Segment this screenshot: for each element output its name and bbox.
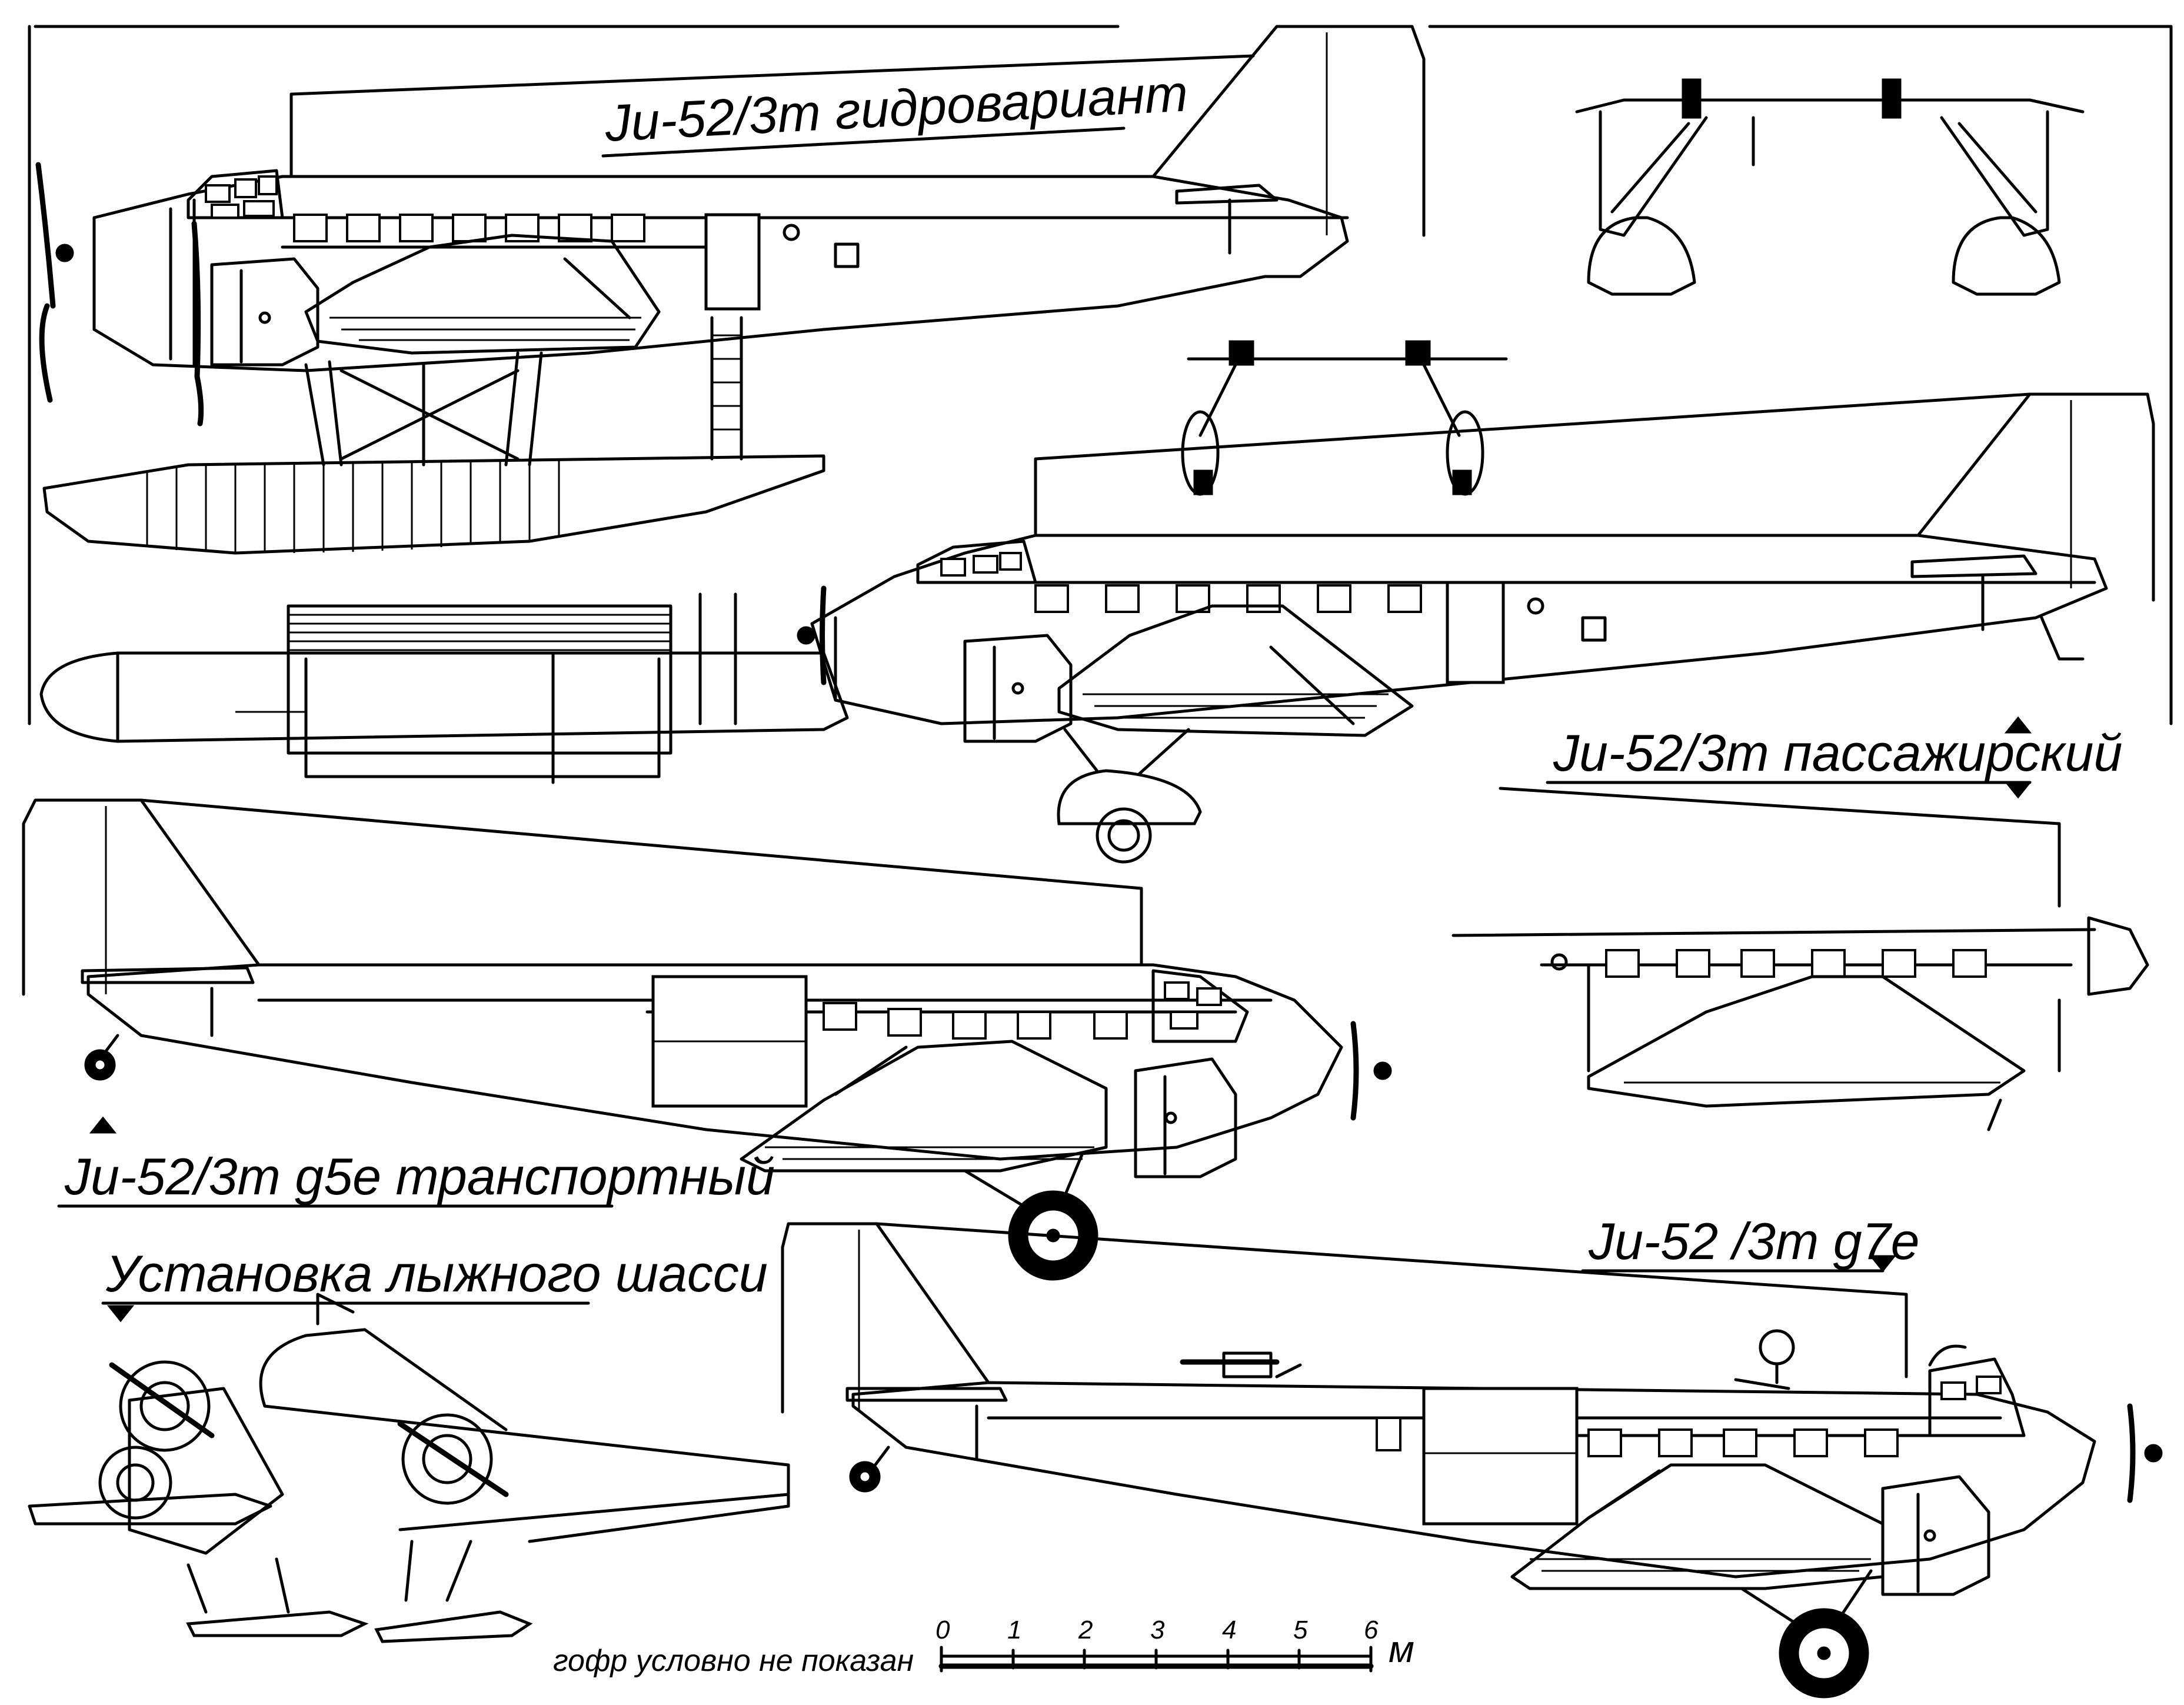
vertical-fin (22, 798, 261, 1037)
scale-tick-2: 2 (1078, 1616, 1093, 1644)
vertical-fin (1151, 25, 1426, 255)
upper-fuselage-line (289, 54, 1255, 178)
float-struts (304, 351, 543, 467)
upper-fuselage-line (1034, 392, 2032, 537)
cabin-door (704, 213, 761, 311)
cargo-door (1422, 1387, 1579, 1526)
cabin-windows (1034, 584, 1493, 613)
scale-bar: 0 1 2 3 4 5 6 м (935, 1616, 1414, 1673)
ski-right (374, 1610, 533, 1643)
front-view-seaplane (1575, 78, 2085, 296)
side-gun-port (1376, 1417, 1401, 1451)
scale-tick-3: 3 (1150, 1616, 1165, 1644)
cabin-windows (823, 1002, 1128, 1040)
cabin-windows (1587, 1428, 1899, 1457)
scale-tick-1: 1 (1007, 1616, 1021, 1644)
transport-g5e-side-view (22, 798, 1392, 1281)
front-view-wheeled (1181, 340, 1508, 496)
wing-planform (304, 234, 661, 355)
cabin-windows (293, 214, 645, 242)
g7e-side-view (781, 1222, 2163, 1699)
cabin-door (1446, 581, 1505, 684)
caption-g7e: Ju-52 /3m g7e (1588, 1212, 1920, 1270)
caption-ski-installation: Установка лыжного шасси (105, 1244, 768, 1303)
access-hatch (834, 242, 860, 268)
wing-planform (740, 1040, 1108, 1173)
nose-propeller (2127, 1403, 2163, 1503)
scale-tick-5: 5 (1293, 1616, 1308, 1644)
radio-loop-antenna (1734, 1329, 1795, 1390)
cockpit-glazing (187, 169, 284, 219)
nose-propeller (797, 585, 827, 685)
main-landing-gear (1057, 728, 1202, 864)
engine-center (98, 1446, 172, 1520)
scale-tick-4: 4 (1222, 1616, 1236, 1644)
main-landing-gear (1740, 1569, 1873, 1699)
cockpit-glazing (1151, 969, 1249, 1043)
ski-left (186, 1610, 369, 1637)
nose-propeller (35, 162, 96, 403)
seaplane-side-view (35, 25, 1426, 555)
access-hatch (1581, 616, 1607, 642)
boarding-ladder (710, 316, 743, 461)
cargo-door (651, 975, 808, 1108)
cockpit-glazing (1928, 1344, 2026, 1437)
porthole (1527, 597, 1544, 615)
engine-nacelle (210, 257, 319, 367)
engine-nacelle (1134, 1057, 1237, 1178)
scale-tick-0: 0 (935, 1616, 950, 1644)
fuselage (810, 534, 2108, 725)
passenger-side-view (797, 392, 2155, 864)
engine-left (119, 1360, 211, 1452)
vertical-fin (1910, 392, 2155, 661)
sheet-border (28, 25, 2173, 725)
wing-propeller (191, 221, 204, 427)
caption-transport: Ju-52/3m g5e транспортный (64, 1147, 775, 1206)
upper-fuselage-line (139, 798, 1143, 967)
wing-planform (1057, 604, 1414, 737)
dorsal-machine-gun (1180, 1351, 1302, 1378)
nose-propeller (1350, 1021, 1392, 1121)
upper-fuselage-line (875, 1222, 1908, 1378)
float-plan-view (39, 592, 849, 784)
engine-nacelle (1881, 1475, 1990, 1596)
caption-passenger: Ju-52/3m пассажирский (1553, 724, 2122, 782)
ski-landing-gear-perspective (28, 1293, 790, 1643)
float-side (42, 454, 825, 555)
tail-wheel (84, 1034, 119, 1081)
scale-unit: м (1389, 1628, 1414, 1670)
note-corrugation-not-shown: гофр условно не показан (553, 1644, 914, 1678)
scale-tick-6: 6 (1364, 1616, 1379, 1644)
passenger-detail-view (1451, 787, 2149, 1131)
cockpit-glazing (916, 540, 1037, 584)
engine-right (401, 1413, 493, 1505)
vertical-fin (781, 1222, 1008, 1461)
tail-wheel (849, 1446, 890, 1493)
engine-nacelle (963, 634, 1073, 743)
caption-seaplane-underline (601, 126, 1126, 158)
porthole (783, 224, 800, 241)
